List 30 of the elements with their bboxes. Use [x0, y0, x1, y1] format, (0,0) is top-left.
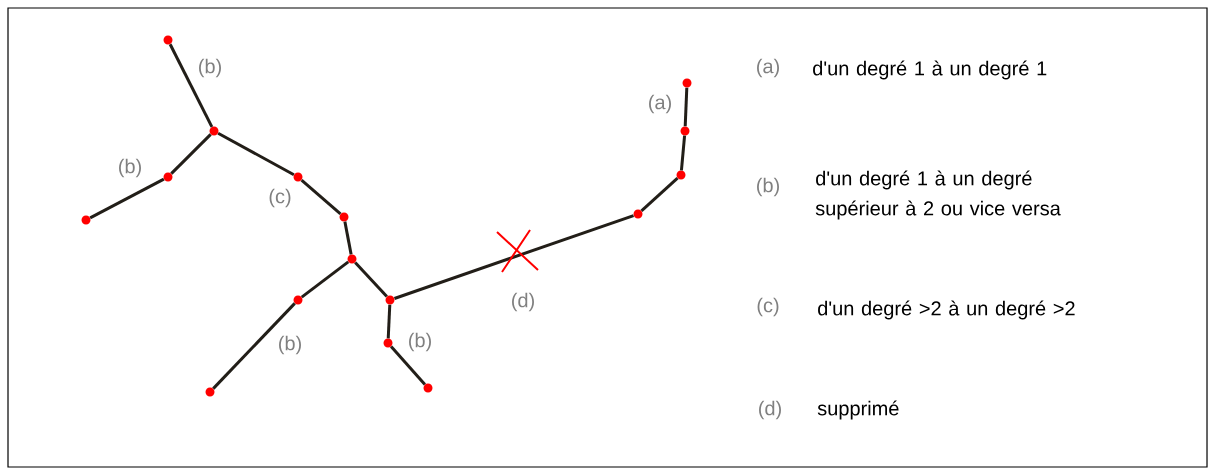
label-letter: (a) — [757, 58, 779, 78]
legend-text: d'un degré >2 à un degré >2 — [818, 300, 1075, 320]
line — [393, 214, 635, 300]
line — [683, 87, 689, 127]
label-letter: (b) — [199, 58, 221, 78]
line — [89, 177, 165, 220]
label-letter: (a) — [649, 94, 671, 114]
line — [212, 302, 296, 390]
legend-text: d'un degré 1 à un degré 1 — [813, 60, 1047, 80]
label-letter: (b) — [757, 177, 779, 197]
line — [386, 304, 392, 339]
legend-text: supprimé — [817, 400, 899, 420]
line — [390, 345, 426, 386]
line — [300, 260, 350, 299]
label-letter: (c) — [269, 188, 291, 208]
label-letter: (b) — [409, 332, 431, 352]
line — [354, 261, 388, 298]
line — [170, 133, 212, 175]
legend-text: d'un degré 1 à un degré supérieur à 2 ou vice versa — [815, 170, 1061, 220]
label-letter: (b) — [279, 335, 301, 355]
label-letter: (d) — [759, 400, 781, 420]
line — [679, 135, 687, 171]
line — [168, 43, 214, 128]
line — [300, 178, 342, 216]
label-letter: (c) — [757, 297, 779, 317]
label-letter: (d) — [512, 292, 534, 312]
line — [640, 177, 679, 212]
label-letter: (b) — [119, 158, 141, 178]
line — [343, 221, 353, 255]
line — [217, 131, 295, 177]
